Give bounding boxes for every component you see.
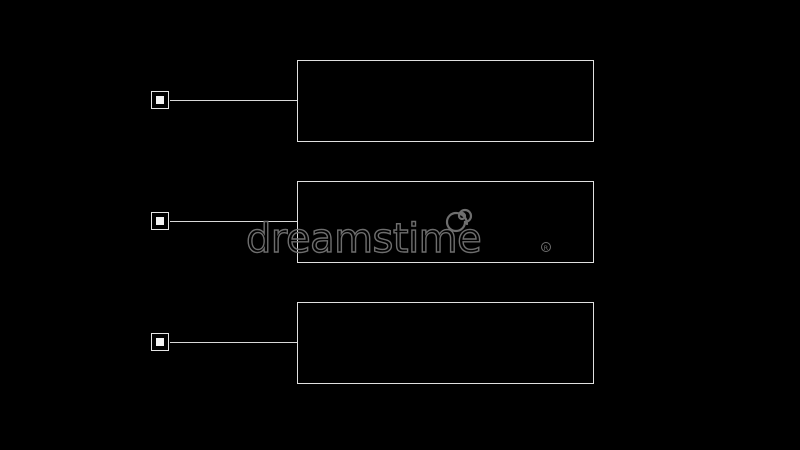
diagram-row-3	[0, 302, 800, 384]
diagram-row-2	[0, 181, 800, 263]
diagram-row-1	[0, 60, 800, 142]
text-box-1	[297, 60, 594, 142]
connector-line	[170, 100, 297, 101]
connector-line	[170, 221, 297, 222]
square-bullet-fill	[156, 217, 164, 225]
square-bullet-icon	[151, 212, 169, 230]
square-bullet-icon	[151, 333, 169, 351]
text-box-3	[297, 302, 594, 384]
connector-line	[170, 342, 297, 343]
text-box-2	[297, 181, 594, 263]
square-bullet-icon	[151, 91, 169, 109]
square-bullet-fill	[156, 338, 164, 346]
square-bullet-fill	[156, 96, 164, 104]
